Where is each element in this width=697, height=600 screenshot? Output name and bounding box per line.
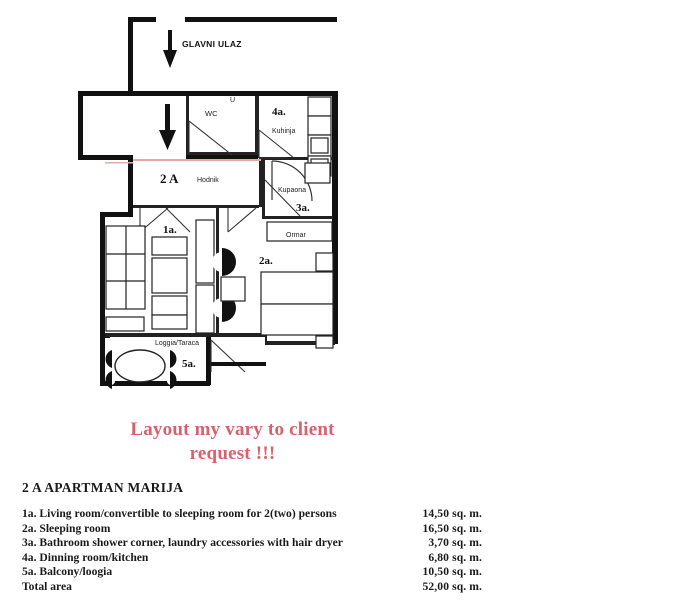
legend-item-area: 14,50 sq. m. (422, 507, 482, 520)
main-entrance-label: GLAVNI ULAZ (182, 39, 242, 49)
legend-row: 1a. Living room/convertible to sleeping … (22, 507, 482, 522)
legend-block: 2 A APARTMAN MARIJA 1a. Living room/conv… (22, 480, 482, 595)
entry-threshold-line (133, 159, 261, 161)
down-arrow-icon (163, 30, 177, 68)
room-number-sleeping: 2a. (259, 255, 273, 267)
apartment-tag-label: 2 A (160, 171, 179, 186)
disclaimer-line-2: request !!! (189, 443, 276, 464)
legend-item-label: 2a. Sleeping room (22, 521, 111, 535)
legend-title: 2 A APARTMAN MARIJA (22, 480, 184, 495)
room-label-wc: WC (205, 109, 218, 118)
wardrobe-unit (266, 221, 333, 242)
room-label-kupaona: Kupaona (278, 187, 306, 194)
legend-row-total: Total area 52,00 sq. m. (22, 580, 482, 595)
inner-entrance-arrow-icon (159, 104, 176, 150)
legend-item-label: 1a. Living room/convertible to sleeping … (22, 507, 337, 520)
legend-item-label: Total area (22, 579, 72, 593)
apartment-outer-walls (78, 91, 211, 386)
room-number-bathroom: 3a. (296, 202, 310, 214)
room-label-hodnik: Hodnik (197, 177, 219, 184)
entry-threshold-line-left (105, 162, 133, 164)
room-label-balcony: Loggia/Taraca (155, 340, 199, 347)
room-label-ormar: Ormar (286, 232, 307, 239)
floor-plan-drawing: GLAVNI ULAZ (0, 0, 420, 410)
legend-row: 4a. Dinning room/kitchen 6,80 sq. m. (22, 551, 482, 566)
room-label-wc-unit: U (230, 97, 235, 104)
living-room-side-table (220, 276, 246, 302)
room-number-living: 1a. (163, 224, 177, 236)
balcony-table (114, 349, 166, 383)
apartment-top-wall (133, 91, 338, 344)
legend-row: 3a. Bathroom shower corner, laundry acce… (22, 536, 482, 551)
legend-item-area: 52,00 sq. m. (422, 579, 482, 593)
legend-item-label: 3a. Bathroom shower corner, laundry acce… (22, 536, 343, 550)
legend-item-area: 10,50 sq. m. (422, 565, 482, 579)
sleeping-room-furniture (260, 252, 334, 349)
interior-partitions (105, 96, 335, 345)
room-label-kuhinja: Kuhinja (272, 128, 295, 135)
legend-item-area: 16,50 sq. m. (422, 521, 482, 535)
balcony-door-slab (211, 362, 266, 366)
disclaimer-line-1: Layout my vary to client (130, 419, 335, 440)
legend-item-area: 6,80 sq. m. (428, 550, 482, 564)
living-room-armchairs (212, 248, 236, 322)
legend-item-label: 5a. Balcony/loogia (22, 565, 113, 579)
legend-item-area: 3,70 sq. m. (428, 536, 482, 550)
entry-door-slab (186, 155, 258, 159)
room-number-balcony: 5a. (182, 358, 196, 370)
bathroom-fixture (304, 162, 331, 184)
balcony-chairs (105, 350, 177, 389)
legend-item-label: 4a. Dinning room/kitchen (22, 550, 149, 564)
room-number-kitchen: 4a. (272, 106, 286, 118)
layout-disclaimer: Layout my vary to client request !!! (90, 418, 375, 466)
legend-row: 2a. Sleeping room 16,50 sq. m. (22, 522, 482, 537)
floor-plan-svg: GLAVNI ULAZ (0, 0, 420, 410)
legend-row: 5a. Balcony/loogia 10,50 sq. m. (22, 565, 482, 580)
